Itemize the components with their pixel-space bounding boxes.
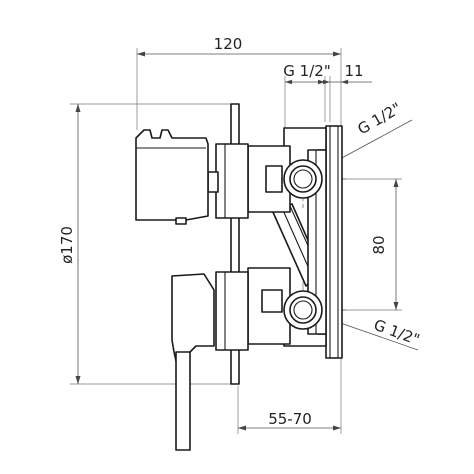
upper-thread-port	[283, 159, 323, 199]
side-thread-top-label: G 1/2"	[354, 99, 404, 138]
depth-range-label: 55-70	[268, 410, 312, 428]
diverter-knob	[135, 129, 249, 225]
offset-label: 11	[344, 62, 363, 80]
mixer-lever	[171, 271, 249, 451]
lower-thread-port	[283, 290, 323, 330]
dimension-text: 120 G 1/2" 11 G 1/2" 80 G 1/2" ø170 55-7…	[58, 35, 422, 428]
side-thread-bottom-label: G 1/2"	[371, 316, 422, 349]
thread-top-label: G 1/2"	[283, 62, 330, 80]
wall-plate	[230, 103, 240, 385]
diameter-label: ø170	[58, 226, 76, 264]
valve-body	[247, 125, 343, 359]
spacing-label: 80	[370, 235, 388, 254]
dimension-lines	[70, 48, 419, 434]
overall-width-label: 120	[214, 35, 243, 53]
